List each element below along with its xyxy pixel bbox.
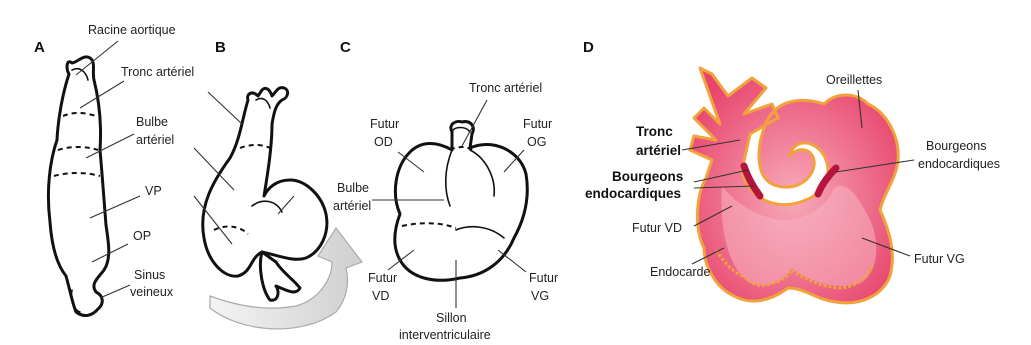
panel-letter-c: C [340,39,351,56]
panel-c-heart [395,121,528,280]
label-bulbe-a-line1: Bulbe [136,115,168,129]
label-bulbe-c-line2: artériel [333,199,371,213]
label-bourgeons-r-line2: endocardiques [918,157,1000,171]
label-futur-og-line2: OG [527,135,546,149]
panel-letter-a: A [34,39,45,56]
label-futur-vg-c-line1: Futur [529,271,558,285]
panel-d-heart-section [690,68,898,303]
label-tronc-d-line2: artériel [636,143,681,158]
label-bourgeons-d-line1: Bourgeons [612,169,683,184]
label-futur-od-line2: OD [374,135,393,149]
label-endocarde: Endocarde [650,265,711,279]
leader-b-tronc [208,92,242,124]
label-bulbe-a-line2: artériel [136,133,174,147]
label-bourgeons-d-line2: endocardiques [585,186,681,201]
label-sinus-line2: veineux [130,285,174,299]
label-bourgeons-r-line1: Bourgeons [926,139,986,153]
label-racine-aortique: Racine aortique [88,23,176,37]
label-futur-vd-c-line1: Futur [368,271,397,285]
label-vp: VP [145,184,162,198]
label-futur-og-line1: Futur [523,117,552,131]
label-op: OP [133,229,151,243]
label-futur-vd-d: Futur VD [632,221,682,235]
leader-futur-vg-c [498,250,526,272]
label-futur-vg-d: Futur VG [914,252,965,266]
label-futur-vg-c-line2: VG [531,289,549,303]
label-tronc-arteriel-a: Tronc artériel [121,65,194,79]
label-sinus-line1: Sinus [134,268,165,282]
leader-sinus [100,285,130,298]
label-tronc-arteriel-c: Tronc artériel [469,81,542,95]
label-futur-od-line1: Futur [370,117,399,131]
label-oreillettes: Oreillettes [826,73,882,87]
label-bulbe-c-line1: Bulbe [337,181,369,195]
panel-letter-d: D [583,39,594,56]
label-sillon-line1: Sillon [436,311,467,325]
label-tronc-d-line1: Tronc [636,124,673,139]
label-futur-vd-c-line2: VD [372,289,389,303]
panel-letter-b: B [215,39,226,56]
label-sillon-line2: interventriculaire [399,328,491,342]
